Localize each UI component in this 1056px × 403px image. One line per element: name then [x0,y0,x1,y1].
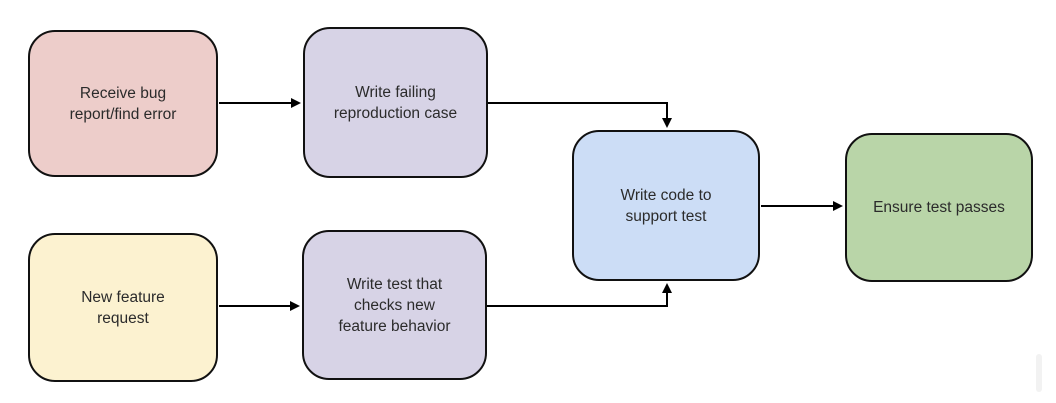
node-write-test-checks-feature[interactable]: Write test that checks new feature behav… [302,230,487,380]
edge-write-failing-repro-to-write-code [488,102,672,128]
node-label: Ensure test passes [873,199,1005,216]
node-label: New feature request [81,288,165,327]
scrollbar-thumb[interactable] [1036,354,1042,392]
node-label: Write test that checks new feature behav… [338,275,451,335]
node-label: Write code to support test [620,186,712,225]
node-new-feature-request[interactable]: New feature request [28,233,218,382]
node-ensure-test-passes[interactable]: Ensure test passes [845,133,1033,282]
node-label: Write failing reproduction case [333,83,458,122]
node-write-failing-repro-case[interactable]: Write failing reproduction case [303,27,488,178]
node-label: Receive bug report/find error [69,84,177,123]
node-write-code-support-test[interactable]: Write code to support test [572,130,760,281]
edge-write-test-to-write-code [487,283,672,307]
node-receive-bug-report[interactable]: Receive bug report/find error [28,30,218,177]
